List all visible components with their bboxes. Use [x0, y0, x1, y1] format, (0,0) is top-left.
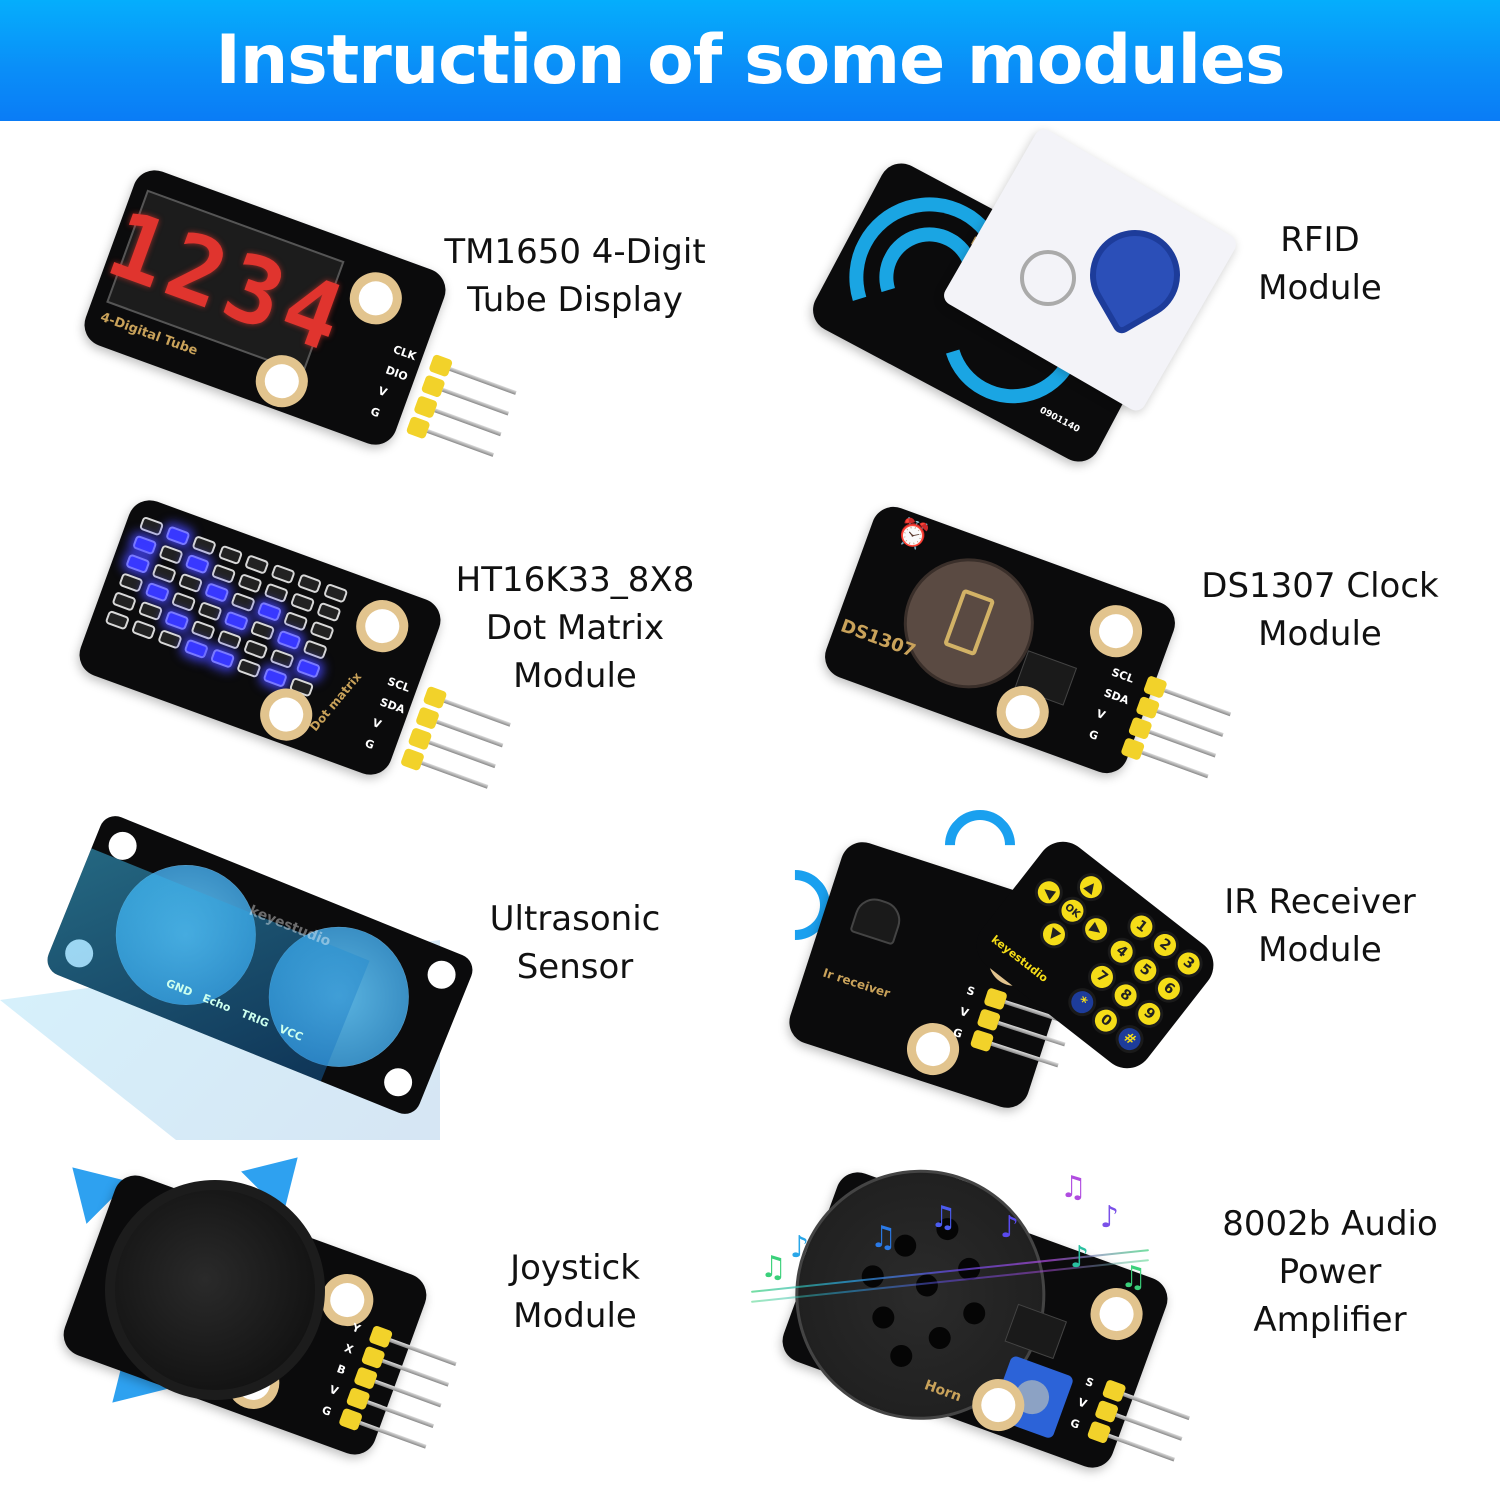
mount-hole-icon — [1082, 597, 1150, 665]
music-note-icon: ♪ — [790, 1230, 810, 1265]
music-note-icon: ♪ — [1000, 1210, 1020, 1245]
label-ht16k33: HT16K33_8X8 Dot Matrix Module — [455, 560, 695, 696]
music-note-icon: ♪ — [1070, 1240, 1090, 1275]
ds1307-board-image: ⏰ DS1307 SCL SDA V G — [818, 500, 1232, 780]
joystick-knob — [105, 1180, 325, 1400]
label-tm1650: TM1650 4-Digit Tube Display — [444, 232, 706, 320]
alarm-clock-icon: ⏰ — [892, 515, 934, 555]
keyring-icon — [1020, 250, 1076, 306]
tm1650-display: 1 2 3 4 — [95, 189, 356, 375]
module-ds1307: ⏰ DS1307 SCL SDA V G — [818, 495, 1232, 785]
ds1307-pin-header: SCL SDA V G — [1086, 663, 1233, 785]
label-ultrasonic: Ultrasonic Sensor — [489, 899, 661, 987]
pin-label: G — [1087, 727, 1101, 743]
module-tm1650: 1 2 3 4 4-Digital Tube CLK DIO V G — [78, 164, 517, 485]
label-rfid: RFID Module — [1258, 220, 1382, 308]
music-note-icon: ♫ — [1060, 1170, 1087, 1205]
mount-hole-icon — [348, 592, 416, 660]
label-audio: 8002b Audio Power Amplifier — [1222, 1204, 1438, 1340]
label-ir: IR Receiver Module — [1224, 882, 1416, 970]
led-matrix — [104, 515, 349, 698]
label-joystick: Joystick Module — [510, 1248, 640, 1336]
module-ir: Ir receiver S V G ▲ ◀ OK ▶ ▼ 1 2 3 4 5 6… — [745, 795, 1230, 1120]
tm1650-pin-header: CLK DIO V G — [368, 340, 519, 463]
music-note-icon: ♫ — [930, 1200, 957, 1235]
label-ds1307: DS1307 Clock Module — [1201, 566, 1439, 654]
music-note-icon: ♫ — [1120, 1260, 1147, 1295]
module-ht16k33: Dot matrix SCL SDA V G — [73, 490, 511, 790]
music-note-icon: ♫ — [870, 1220, 897, 1255]
module-rfid: RC522 I2C 0901140 — [805, 125, 1240, 470]
module-joystick: Joystick Y X B V G — [40, 1136, 460, 1480]
ir-board-text: Ir receiver — [821, 965, 892, 1001]
dotmatrix-board-image: Dot matrix SCL SDA V G — [73, 494, 511, 789]
rfid-serial: 0901140 — [1037, 405, 1082, 435]
music-note-icon: ♫ — [760, 1250, 787, 1285]
ir-sensor — [849, 893, 906, 946]
tm1650-board-image: 1 2 3 4 4-Digital Tube CLK DIO V G — [78, 164, 517, 457]
page-title: Instruction of some modules — [215, 21, 1286, 100]
audio-pin-header: S V G — [1068, 1372, 1193, 1468]
module-audio: Horn S V G ♫ ♪ ♫ ♫ ♪ ♫ ♪ ♪ ♫ — [750, 1134, 1191, 1480]
screw-hole-icon — [379, 1064, 417, 1101]
music-note-icon: ♪ — [1100, 1200, 1120, 1235]
title-banner: Instruction of some modules — [0, 0, 1500, 121]
module-ultrasonic: keyestudio GND Echo TRIG VCC — [0, 800, 478, 1140]
